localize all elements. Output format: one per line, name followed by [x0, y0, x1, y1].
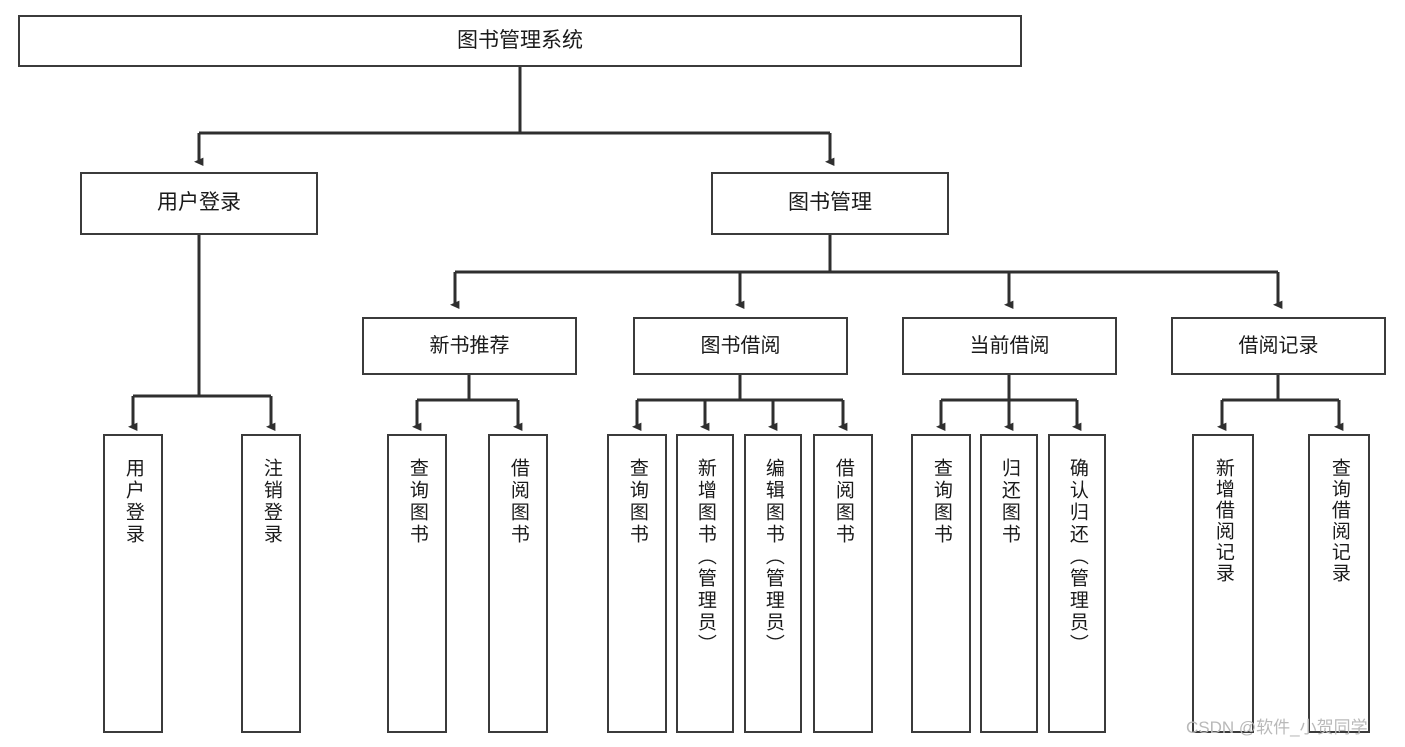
- node-label: 查询图书: [406, 458, 428, 546]
- leaf-current-borrow-return-book[interactable]: 归还图书: [980, 434, 1038, 733]
- leaf-new-book-query-book[interactable]: 查询图书: [387, 434, 447, 733]
- leaf-user-login-logout[interactable]: 注销登录: [241, 434, 301, 733]
- node-label: 查询图书: [626, 458, 648, 546]
- node-label: 查询借阅记录: [1328, 458, 1350, 584]
- node-label: 新增图书（管理员）: [694, 458, 716, 656]
- node-label: 借阅记录: [1238, 334, 1319, 357]
- leaf-current-borrow-confirm-return-admin[interactable]: 确认归还（管理员）: [1048, 434, 1106, 733]
- node-new-book-recommend[interactable]: 新书推荐: [362, 317, 577, 375]
- node-label: 新书推荐: [429, 334, 510, 357]
- node-label: 图书管理: [788, 191, 872, 215]
- node-label: 编辑图书（管理员）: [762, 458, 784, 656]
- leaf-borrow-record-query-record[interactable]: 查询借阅记录: [1308, 434, 1370, 733]
- leaf-user-login-login[interactable]: 用户登录: [103, 434, 163, 733]
- node-label: 借阅图书: [507, 458, 529, 546]
- node-label: 图书管理系统: [457, 28, 583, 52]
- node-root-book-management-system[interactable]: 图书管理系统: [18, 15, 1022, 67]
- node-label: 用户登录: [122, 458, 144, 546]
- leaf-current-borrow-query-book[interactable]: 查询图书: [911, 434, 971, 733]
- node-label: 新增借阅记录: [1212, 458, 1234, 584]
- node-borrow-record[interactable]: 借阅记录: [1171, 317, 1386, 375]
- node-label: 注销登录: [260, 458, 282, 546]
- leaf-book-borrow-add-book-admin[interactable]: 新增图书（管理员）: [676, 434, 734, 733]
- node-label: 借阅图书: [832, 458, 854, 546]
- leaf-book-borrow-edit-book-admin[interactable]: 编辑图书（管理员）: [744, 434, 802, 733]
- watermark-text: CSDN @软件_小贺同学: [1186, 718, 1368, 737]
- node-book-management[interactable]: 图书管理: [711, 172, 949, 235]
- leaf-book-borrow-borrow-book[interactable]: 借阅图书: [813, 434, 873, 733]
- leaf-book-borrow-query-book[interactable]: 查询图书: [607, 434, 667, 733]
- node-label: 当前借阅: [969, 334, 1050, 357]
- node-user-login[interactable]: 用户登录: [80, 172, 318, 235]
- node-book-borrow[interactable]: 图书借阅: [633, 317, 848, 375]
- node-label: 归还图书: [998, 458, 1020, 546]
- node-label: 用户登录: [157, 191, 241, 215]
- leaf-new-book-borrow-book[interactable]: 借阅图书: [488, 434, 548, 733]
- leaf-borrow-record-add-record[interactable]: 新增借阅记录: [1192, 434, 1254, 733]
- node-label: 确认归还（管理员）: [1066, 458, 1088, 656]
- node-label: 图书借阅: [700, 334, 781, 357]
- node-label: 查询图书: [930, 458, 952, 546]
- node-current-borrow[interactable]: 当前借阅: [902, 317, 1117, 375]
